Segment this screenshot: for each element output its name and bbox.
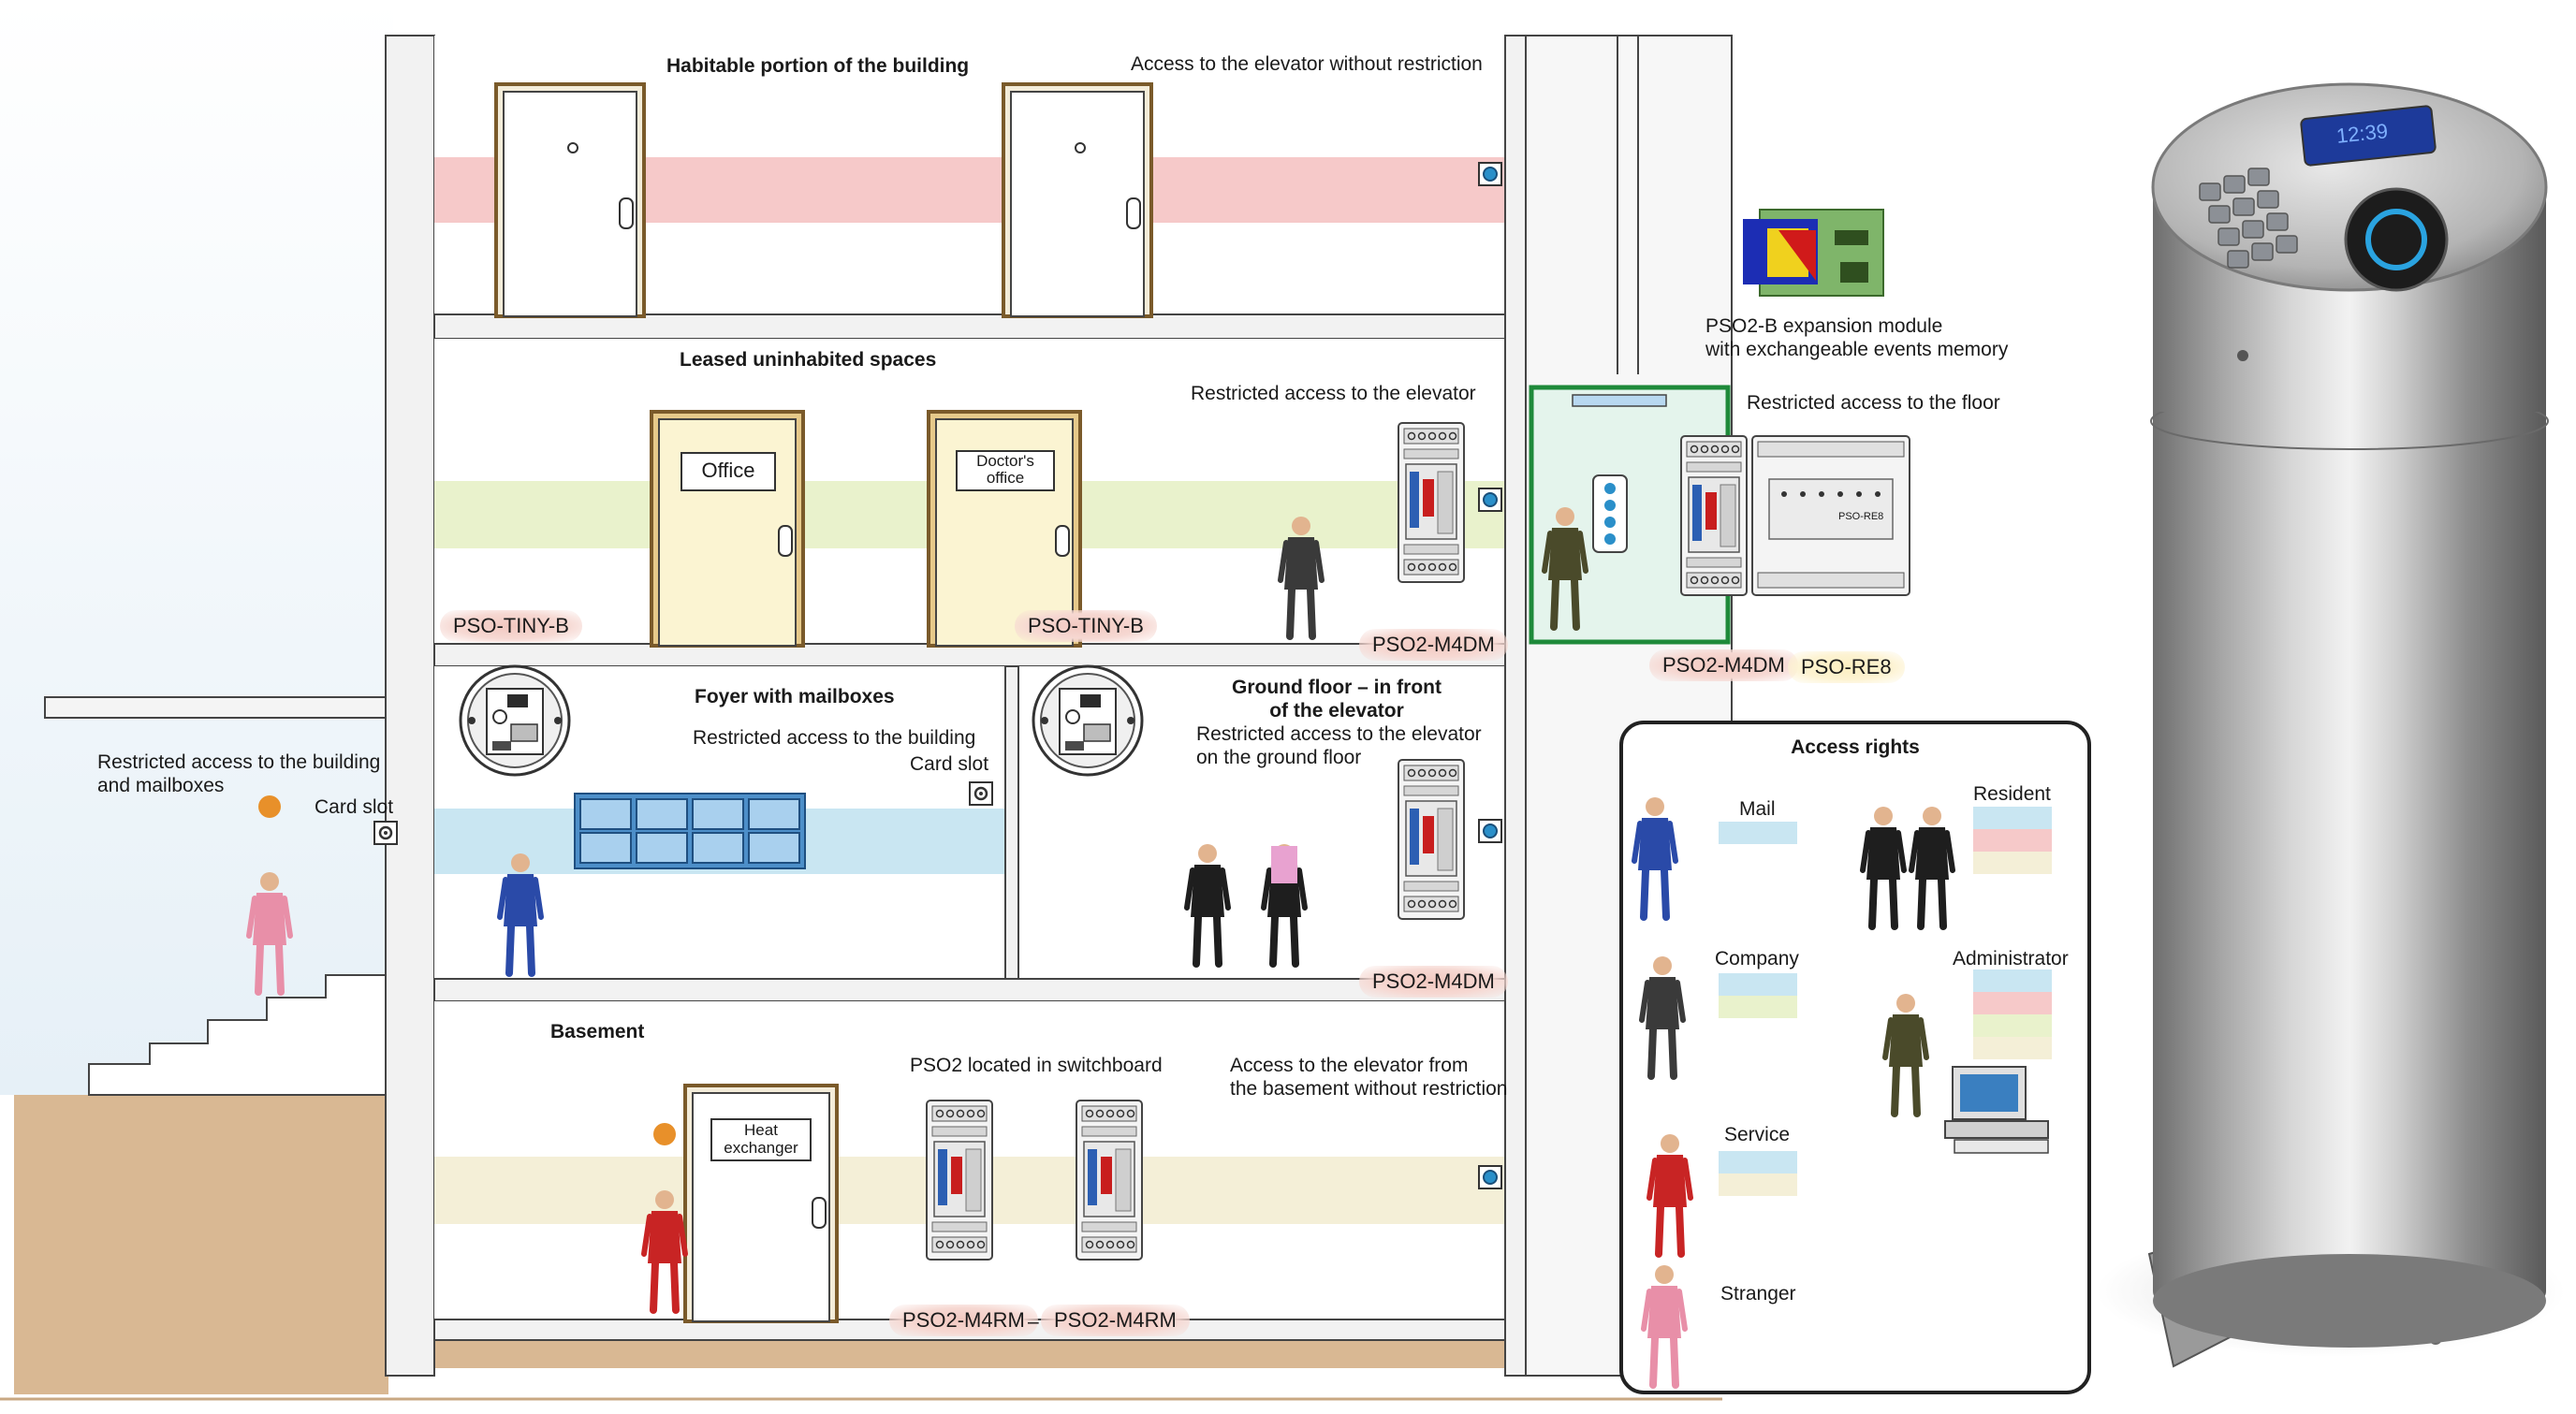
building-left-wall [385, 35, 435, 1377]
floor-foyer-note: Restricted access to the building [693, 727, 976, 749]
tag-pso-tiny-b-left: PSO-TINY-B [440, 610, 582, 642]
access-role-stranger: Stranger [1720, 1283, 1796, 1305]
door-heat-label-line2: exchanger [724, 1139, 798, 1157]
floor-ground-title-line2: of the elevator [1269, 700, 1404, 722]
floor-basement-note: Access to the elevator from the basement… [1230, 1054, 1507, 1101]
re8-board-label: PSO-RE8 [1838, 511, 1884, 522]
building-right-wall [1504, 35, 1527, 1377]
door-office [650, 410, 805, 648]
floor-basement-note-line2: the basement without restriction [1230, 1078, 1508, 1100]
floor-foyer-title: Foyer with mailboxes [695, 686, 895, 707]
access-role-company: Company [1715, 948, 1799, 969]
access-rights-panel [1619, 721, 2091, 1394]
person-stranger-outside [249, 795, 290, 992]
expansion-module-caption: PSO2-B expansion module with exchangeabl… [1705, 314, 2008, 361]
pso2-m4rm-1 [926, 1100, 993, 1261]
floor-basement-note-line1: Access to the elevator from [1230, 1055, 1469, 1076]
door-top-right [1002, 82, 1153, 318]
tag-pso2-m4dm-elevator: PSO2-M4DM [1649, 649, 1798, 681]
access-company-swatches [1719, 973, 1797, 1018]
floor-ground-note-line2: on the ground floor [1196, 747, 1362, 768]
pso2-m4rm-2 [1076, 1100, 1143, 1261]
bollard-keypad [2199, 168, 2298, 269]
pso-re8-board [1751, 435, 1910, 596]
access-role-mail: Mail [1739, 798, 1776, 820]
card-slot-leased-elevator[interactable] [1478, 488, 1502, 512]
door-office-label: Office [701, 459, 755, 482]
foyer-divider-wall [1004, 665, 1019, 980]
floor-foyer-card-slot-label: Card slot [910, 753, 989, 775]
person-resident-woman [1264, 844, 1305, 964]
access-role-administrator: Administrator [1953, 948, 2069, 969]
tag-pso2-m4rm-2: PSO2-M4RM [1041, 1305, 1190, 1336]
pso2-m4dm-ground [1398, 759, 1465, 920]
floor-top-note: Access to the elevator without restricti… [1131, 53, 1483, 75]
expansion-module-caption-line1: PSO2-B expansion module [1705, 315, 1943, 337]
outside-canopy [44, 696, 392, 719]
person-service-basement [644, 1123, 685, 1310]
card-slot-outside[interactable] [373, 820, 399, 846]
door-doctors-label-line2: office [986, 469, 1025, 487]
access-mail-swatches [1719, 822, 1797, 844]
floor-ground-title: Ground floor – in front of the elevator [1187, 676, 1486, 722]
sky-background [0, 0, 393, 1095]
access-role-service: Service [1724, 1124, 1791, 1145]
elevator-light [1572, 394, 1667, 407]
pso2-m4dm-elevator [1680, 435, 1748, 596]
card-slot-top-elevator[interactable] [1478, 162, 1502, 186]
card-slot-basement-elevator[interactable] [1478, 1165, 1502, 1189]
door-doctors-office-label: Doctor's office [957, 453, 1054, 487]
bollard-card-reader[interactable] [2344, 187, 2449, 292]
floor-restriction-note: Restricted access to the floor [1747, 392, 2000, 414]
floor-basement-title: Basement [550, 1021, 645, 1042]
bollard-reader-photo [2097, 82, 2565, 1368]
floor-ground-note-line1: Restricted access to the elevator [1196, 723, 1482, 745]
tag-separator-dash: – [1028, 1311, 1039, 1333]
outside-note-line2: and mailboxes [97, 775, 225, 796]
pso2-b-expansion-module [1743, 209, 1884, 297]
tag-pso2-m4dm-ground: PSO2-M4DM [1359, 966, 1508, 998]
floor-basement-switchboard-label: PSO2 located in switchboard [910, 1055, 1163, 1076]
access-administrator-swatches [1973, 969, 2052, 1059]
elevator-button-panel [1592, 474, 1628, 553]
tag-pso-re8: PSO-RE8 [1788, 651, 1905, 683]
access-service-swatches [1719, 1151, 1797, 1196]
tag-pso2-m4rm-1: PSO2-M4RM [889, 1305, 1038, 1336]
door-top-left [494, 82, 646, 318]
outside-note-line1: Restricted access to the building [97, 751, 381, 773]
tiny-reader-left [459, 664, 571, 777]
floor-leased-note: Restricted access to the elevator [1191, 383, 1476, 404]
ground-left [14, 1095, 388, 1394]
expansion-module-caption-line2: with exchangeable events memory [1705, 339, 2009, 360]
tag-pso2-m4dm-leased: PSO2-M4DM [1359, 629, 1508, 661]
bollard-display [2300, 105, 2437, 167]
access-rights-title: Access rights [1791, 736, 1920, 758]
floor-leased-title: Leased uninhabited spaces [680, 349, 937, 371]
card-slot-ground-elevator[interactable] [1478, 819, 1502, 843]
door-heat-exchanger [683, 1084, 839, 1323]
ground-strip [388, 1340, 1512, 1368]
door-heat-label-line1: Heat [744, 1121, 778, 1139]
tag-pso-tiny-b-right: PSO-TINY-B [1015, 610, 1157, 642]
pso2-m4dm-leased [1398, 422, 1465, 583]
tiny-reader-right [1032, 664, 1144, 777]
door-doctors-office [927, 410, 1082, 648]
floor-ground-note: Restricted access to the elevator on the… [1196, 722, 1482, 769]
door-doctors-label-line1: Doctor's [976, 452, 1034, 470]
outside-note: Restricted access to the building and ma… [97, 751, 380, 797]
access-role-resident: Resident [1973, 783, 2051, 805]
mailboxes [574, 793, 806, 869]
floor-top-title: Habitable portion of the building [666, 55, 970, 77]
computer-icon [1944, 1066, 2049, 1154]
slab-foyer [433, 978, 1521, 1002]
floor-ground-title-line1: Ground floor – in front [1232, 677, 1442, 698]
outside-card-slot-label: Card slot [315, 796, 394, 818]
door-heat-exchanger-label: Heat exchanger [711, 1121, 811, 1157]
card-slot-foyer[interactable] [968, 780, 994, 807]
access-resident-swatches [1973, 807, 2052, 874]
